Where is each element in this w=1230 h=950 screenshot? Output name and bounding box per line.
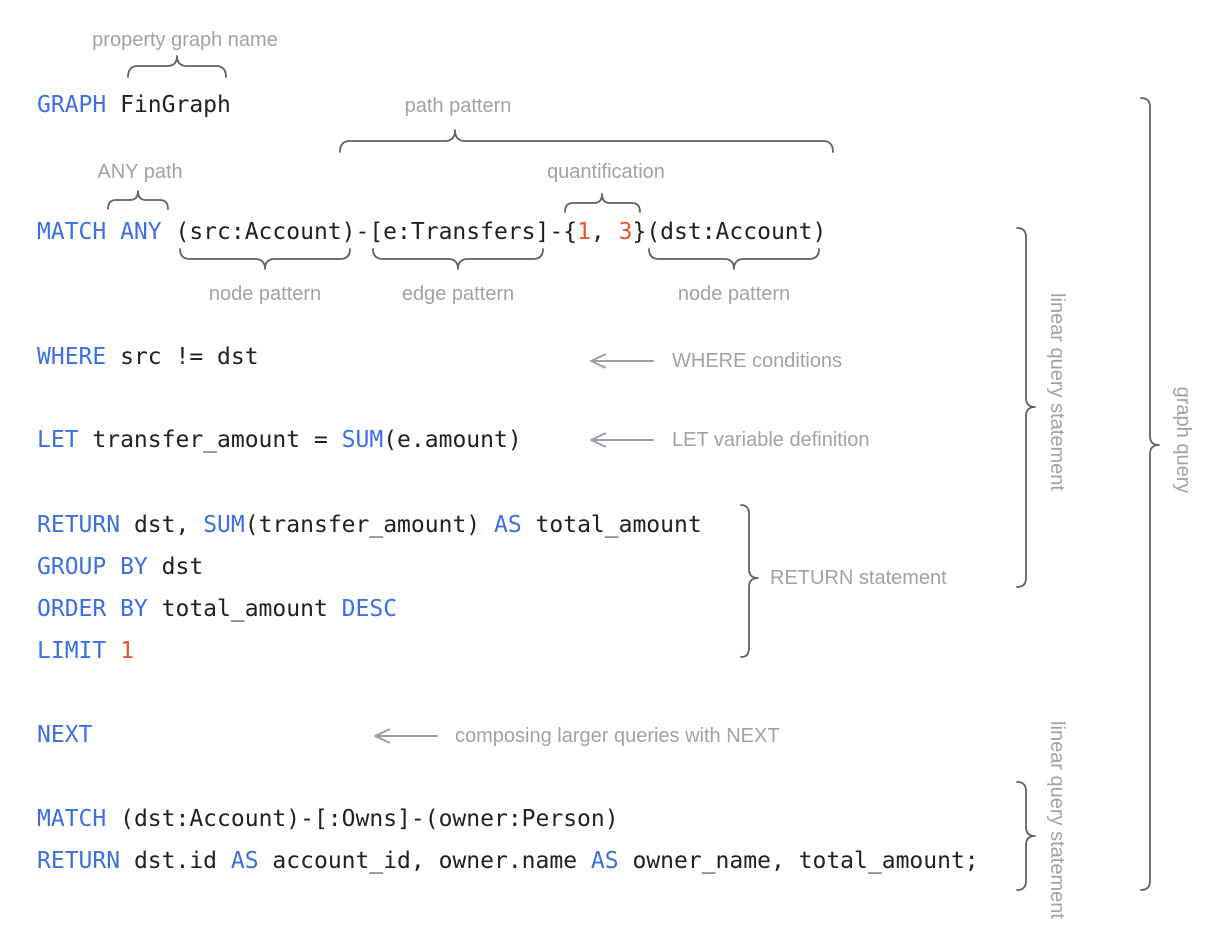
label-property-graph-name: property graph name [92,29,278,51]
label-linear-query-statement-top: linear query statement [1046,293,1068,491]
code-line-match: MATCH ANY (src:Account)-[e:Transfers]-{1… [37,219,827,245]
brace-edge-pattern [372,248,544,270]
code-line-next: NEXT [37,722,93,748]
label-any-path: ANY path [97,161,183,183]
let-variable-arrow [590,432,654,448]
label-composing-with-next: composing larger queries with NEXT [455,725,780,747]
label-return-statement: RETURN statement [770,567,947,589]
brace-node-pattern-right [648,248,820,270]
code-line-limit: LIMIT 1 [37,638,134,664]
label-path-pattern: path pattern [404,95,512,117]
brace-return-statement [740,504,759,658]
brace-property-graph-name [127,55,227,78]
code-line-match-owns: MATCH (dst:Account)-[:Owns]-(owner:Perso… [37,806,619,832]
code-line-let: LET transfer_amount = SUM(e.amount) [37,427,522,453]
brace-linear-query-statement-top [1016,227,1036,588]
code-line-group-by: GROUP BY dst [37,554,204,580]
code-line-graph: GRAPH FinGraph [37,92,231,118]
label-where-conditions: WHERE conditions [672,350,843,372]
brace-any-path [107,190,169,210]
label-linear-query-statement-bottom: linear query statement [1046,721,1068,919]
brace-graph-query [1140,97,1160,891]
label-let-variable-definition: LET variable definition [672,429,870,451]
brace-path-pattern [339,129,834,153]
code-line-where: WHERE src != dst [37,344,259,370]
code-line-return-final: RETURN dst.id AS account_id, owner.name … [37,848,979,874]
brace-node-pattern-left [179,248,351,270]
brace-linear-query-statement-bottom [1016,781,1036,891]
where-conditions-arrow [590,353,654,369]
label-quantification: quantification [547,161,665,183]
label-graph-query: graph query [1172,386,1194,494]
code-line-return: RETURN dst, SUM(transfer_amount) AS tota… [37,512,702,538]
label-edge-pattern: edge pattern [401,283,515,305]
next-note-arrow [374,728,438,744]
code-line-order-by: ORDER BY total_amount DESC [37,596,398,622]
label-node-pattern-right: node pattern [677,283,791,305]
brace-quantification [564,193,641,213]
label-node-pattern-left: node pattern [208,283,322,305]
